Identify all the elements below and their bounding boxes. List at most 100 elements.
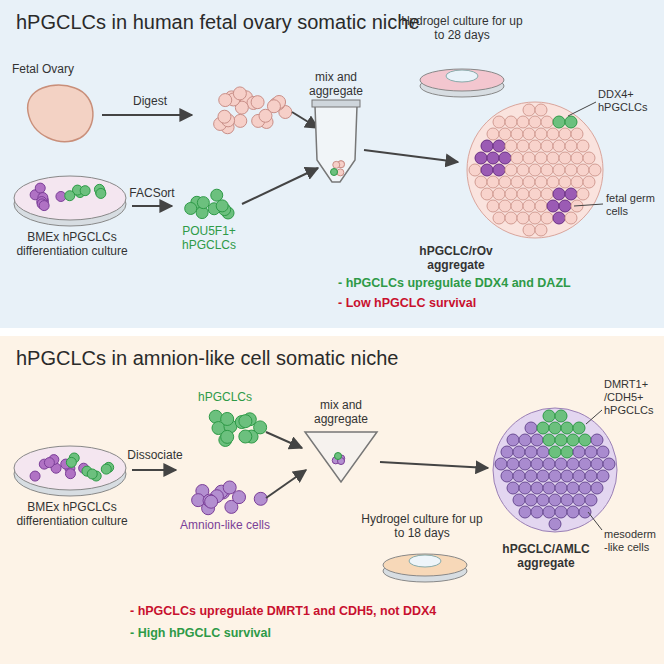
cell xyxy=(505,116,517,128)
cell xyxy=(543,434,555,446)
cell xyxy=(487,200,499,212)
cell xyxy=(529,188,541,200)
cell xyxy=(541,140,553,152)
cell xyxy=(517,164,529,176)
panel-ground xyxy=(0,336,664,664)
cell xyxy=(567,482,579,494)
cell xyxy=(591,482,603,494)
cell xyxy=(525,446,537,458)
leader-line xyxy=(586,410,602,424)
cell xyxy=(197,197,209,209)
cell xyxy=(577,188,589,200)
cell xyxy=(553,188,565,200)
cell xyxy=(541,116,553,128)
cell xyxy=(499,176,511,188)
panel-heading: hPGCLCs in amnion-like cell somatic nich… xyxy=(16,346,648,370)
cell xyxy=(65,191,75,201)
tube-cap xyxy=(312,100,360,107)
annotation-label: Hydrogel culture for up to 28 days xyxy=(400,14,524,43)
leader-line xyxy=(574,204,603,206)
process-arrow xyxy=(242,168,318,204)
cell xyxy=(65,469,75,479)
cell xyxy=(549,470,561,482)
cell xyxy=(505,164,517,176)
cell xyxy=(233,87,246,100)
cell xyxy=(589,164,601,176)
cell xyxy=(525,422,537,434)
annotation-label: hPGCLCs xyxy=(190,390,260,404)
cell xyxy=(567,458,579,470)
cell xyxy=(553,116,565,128)
cell xyxy=(559,200,571,212)
culture-dish xyxy=(420,69,504,91)
cell xyxy=(583,152,595,164)
cell xyxy=(537,494,549,506)
cell xyxy=(487,176,499,188)
cell xyxy=(44,458,54,468)
process-arrow xyxy=(364,150,458,162)
cell xyxy=(487,128,499,140)
cell xyxy=(555,410,567,422)
cell xyxy=(555,458,567,470)
cell xyxy=(577,164,589,176)
cell xyxy=(541,164,553,176)
cell xyxy=(517,212,529,224)
cell xyxy=(475,152,487,164)
cell xyxy=(561,422,573,434)
annotation-label: BMEx hPGCLCs differentiation culture xyxy=(2,230,142,259)
process-arrow xyxy=(380,462,488,468)
cell xyxy=(547,128,559,140)
process-arrow xyxy=(292,112,318,128)
annotation-label: fetal germ cells xyxy=(606,192,660,218)
cell xyxy=(579,482,591,494)
cell xyxy=(481,164,493,176)
cell xyxy=(487,152,499,164)
cell xyxy=(555,482,567,494)
aggregation-well xyxy=(305,432,377,482)
annotation-label: - hPGCLCs upregulate DDX4 and DAZL xyxy=(338,276,660,291)
cell xyxy=(30,471,40,481)
cell xyxy=(519,506,531,518)
cell xyxy=(579,506,591,518)
cell xyxy=(80,186,90,196)
cell xyxy=(493,116,505,128)
cell xyxy=(565,116,577,128)
cell xyxy=(543,410,555,422)
cell xyxy=(87,469,97,479)
panel: hPGCLCs in human fetal ovary somatic nic… xyxy=(0,0,664,44)
cell xyxy=(499,128,511,140)
cell xyxy=(555,506,567,518)
cell xyxy=(259,109,272,122)
cell xyxy=(579,458,591,470)
cell xyxy=(559,128,571,140)
cell xyxy=(513,446,525,458)
cell xyxy=(561,470,573,482)
cell xyxy=(565,140,577,152)
cell xyxy=(481,188,493,200)
annotation-label: BMEx hPGCLCs differentiation culture xyxy=(2,500,142,529)
cell xyxy=(505,140,517,152)
cell xyxy=(507,458,519,470)
cell xyxy=(585,494,597,506)
cell xyxy=(218,110,231,123)
annotation-label: POU5F1+ hPGCLCs xyxy=(176,224,242,253)
cell xyxy=(335,453,342,460)
cell xyxy=(39,201,49,211)
cell xyxy=(547,200,559,212)
cell xyxy=(219,94,232,107)
cell xyxy=(531,482,543,494)
leader-line xyxy=(568,102,596,116)
cell xyxy=(561,494,573,506)
cell xyxy=(585,470,597,482)
aggregate xyxy=(467,102,603,238)
cell xyxy=(573,422,585,434)
cell xyxy=(481,140,493,152)
cell xyxy=(531,458,543,470)
cell xyxy=(493,212,505,224)
cell xyxy=(493,140,505,152)
cell xyxy=(523,224,535,236)
annotation-label: Dissociate xyxy=(122,448,188,462)
cell xyxy=(573,446,585,458)
cell xyxy=(469,164,481,176)
cell xyxy=(205,495,218,508)
